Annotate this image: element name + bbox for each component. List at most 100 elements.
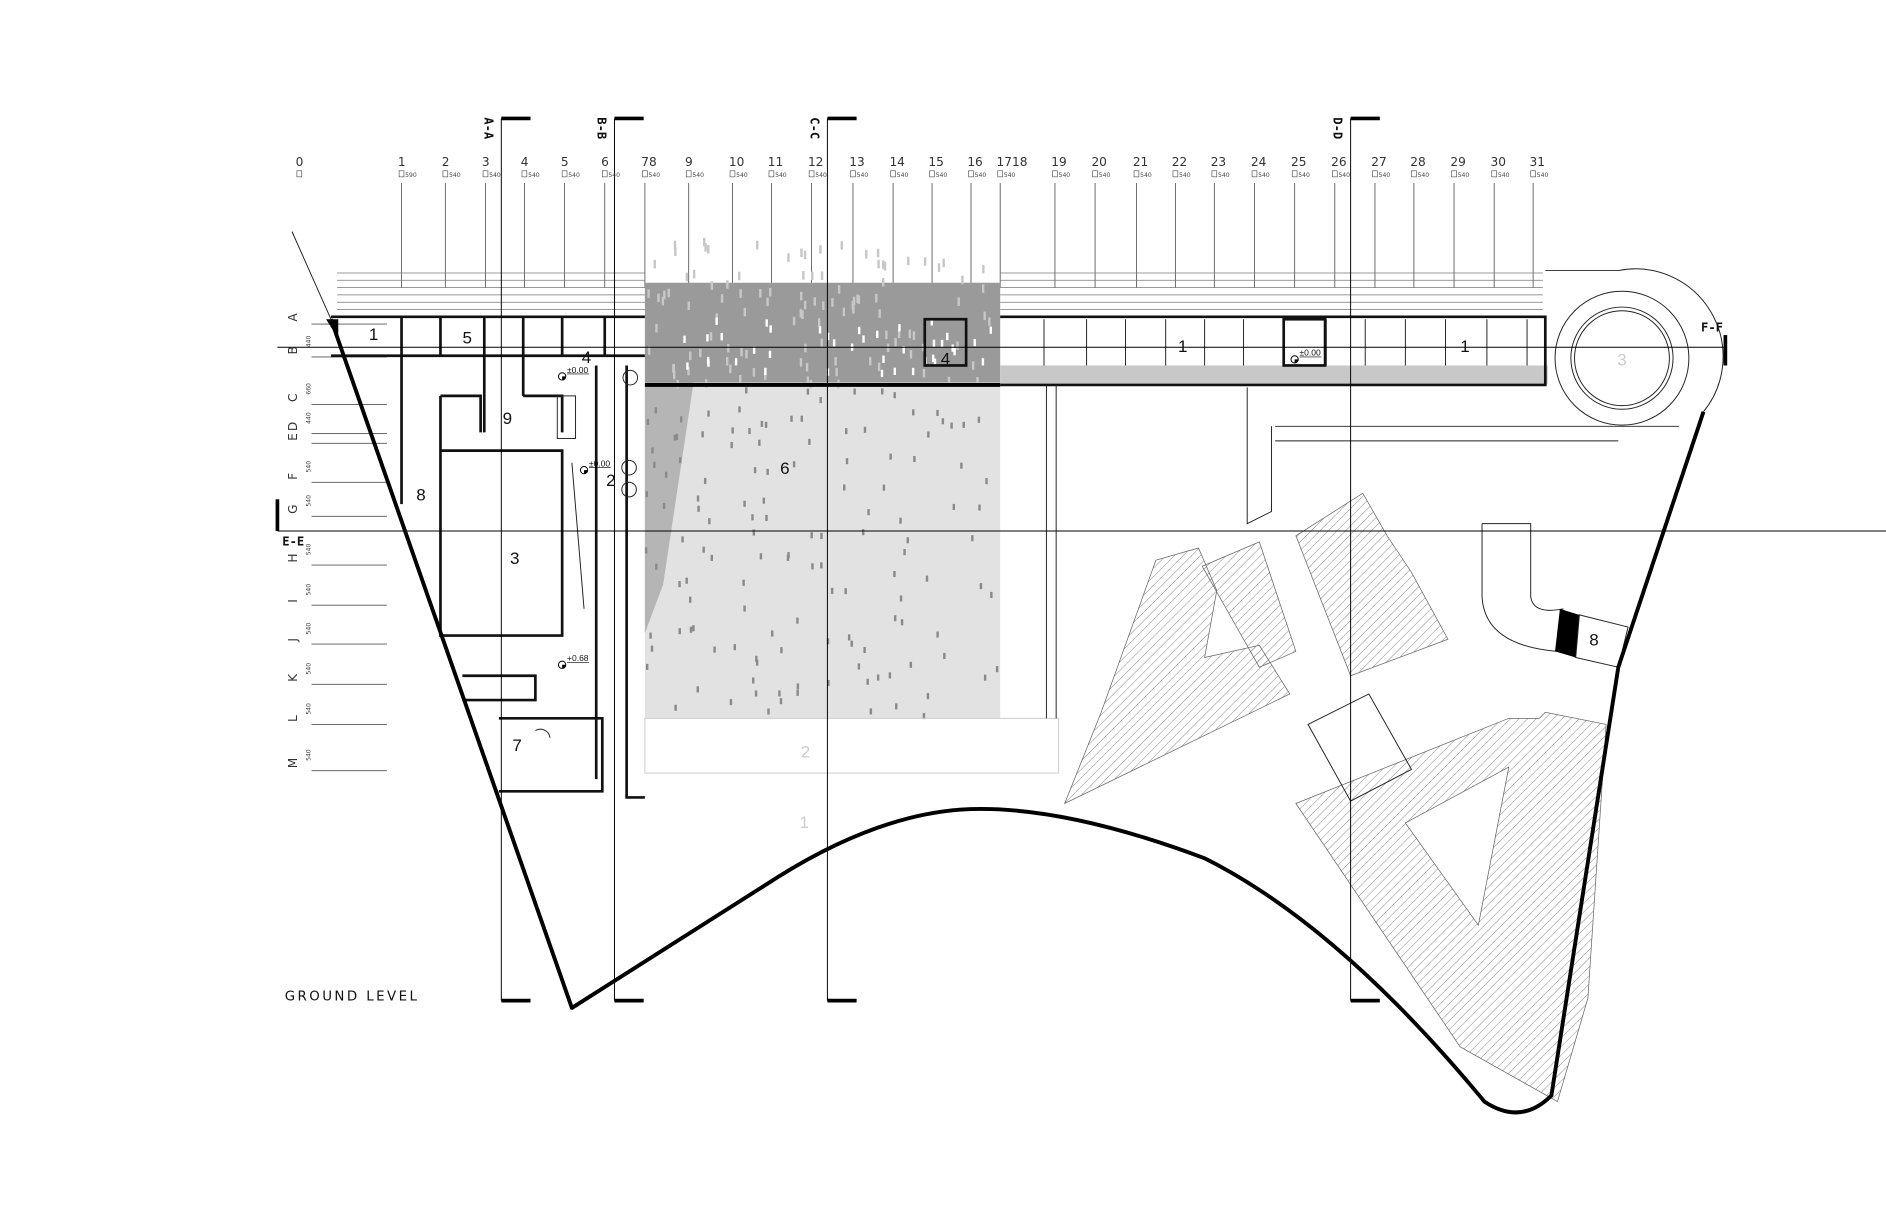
column-marker xyxy=(890,170,896,178)
grid-column-dimension: 540 xyxy=(1218,172,1230,179)
section-lines xyxy=(275,116,1886,1003)
grid-row-dimension: 440 xyxy=(305,412,312,424)
grid-column-label: 31 xyxy=(1529,155,1544,169)
grid-column-dimension: 540 xyxy=(1418,172,1430,179)
grid-column-dimension: 540 xyxy=(692,172,704,179)
grid-column-dimension: 540 xyxy=(489,172,501,179)
grid-row-label: F xyxy=(286,473,300,480)
grid-column-label: 20 xyxy=(1091,155,1106,169)
grid-column-dimension: 540 xyxy=(936,172,948,179)
grid-row-label: I xyxy=(286,599,300,603)
courtyard-gradient-edge xyxy=(644,382,694,634)
grid-column-dimension: 540 xyxy=(775,172,787,179)
east-paths xyxy=(1045,384,1680,719)
room-number-label: 3 xyxy=(510,549,519,568)
grid-row-label: M xyxy=(286,758,300,769)
section-label: B-B xyxy=(594,117,608,139)
grid-column-label: 19 xyxy=(1051,155,1066,169)
grid-row-dimension: 540 xyxy=(305,495,312,507)
pavilion-square xyxy=(1307,693,1413,802)
grid-column-label: 30 xyxy=(1491,155,1506,169)
room-number-label: 1 xyxy=(1178,337,1187,356)
grid-column-label: 15 xyxy=(928,155,943,169)
grid-column-label: 2 xyxy=(442,155,450,169)
grid-column-label: 11 xyxy=(768,155,783,169)
grid-column-label: 22 xyxy=(1172,155,1187,169)
bar-building xyxy=(326,272,1548,387)
grid-row-dimension: 440 xyxy=(305,335,312,347)
grid-row-label: L xyxy=(286,715,300,722)
section-label: F-F xyxy=(1701,320,1723,334)
column-marker xyxy=(482,170,489,178)
grid-column-dimension: 540 xyxy=(1298,172,1310,179)
grid-row-dimension: 540 xyxy=(305,703,312,715)
grid-row-label: H xyxy=(286,553,300,562)
column-marker xyxy=(1491,170,1497,178)
column-marker xyxy=(968,170,974,178)
elevation-marker: +0.68 xyxy=(558,653,589,669)
grid-row-label: G xyxy=(286,504,300,513)
column-marker xyxy=(1411,170,1417,178)
grid-column-dimension: 540 xyxy=(1458,172,1470,179)
grid-column-dimension: 540 xyxy=(897,172,909,179)
room-number-label: 9 xyxy=(503,409,512,428)
grid-column-dimension: 590 xyxy=(405,172,417,179)
plaza-2-outline xyxy=(644,717,1060,774)
column-marker xyxy=(521,170,528,178)
column-marker xyxy=(1092,170,1098,178)
grid-column-label: 13 xyxy=(849,155,864,169)
grid-row-dimension: 540 xyxy=(305,584,312,596)
grid-column-label: 21 xyxy=(1133,155,1148,169)
elevation-value: ±0.00 xyxy=(1300,348,1321,358)
room-number-label: 7 xyxy=(512,736,521,755)
grid-row-dimension: 540 xyxy=(305,544,312,556)
grid-row-label: E xyxy=(286,433,300,441)
grid-column-dimension: 540 xyxy=(736,172,748,179)
grid-row-label: A xyxy=(286,313,300,322)
column-marker xyxy=(561,170,568,178)
grid-column-dimension: 540 xyxy=(1379,172,1391,179)
grid-row-label: J xyxy=(286,638,300,643)
room-number-label: 1 xyxy=(1460,337,1469,356)
elevation-value: +0.68 xyxy=(567,653,589,663)
grid-column-label: 78 xyxy=(641,155,656,169)
grid-column-label: 23 xyxy=(1211,155,1226,169)
grid-column-dimension: 540 xyxy=(1004,172,1016,179)
column-marker xyxy=(1451,170,1457,178)
grid-column-label: 1718 xyxy=(997,155,1028,169)
room-number-label: 1 xyxy=(800,813,809,832)
grid-column-dimension: 540 xyxy=(1099,172,1111,179)
column-marker xyxy=(442,170,449,178)
column-marker xyxy=(1172,170,1179,178)
column-marker xyxy=(729,170,736,178)
grid-row-dimension: 540 xyxy=(305,663,312,675)
room-number-label: 5 xyxy=(463,329,472,348)
column-marker xyxy=(850,170,856,178)
elevation-marker: ±0.00 xyxy=(579,458,611,475)
grid-column-label: 16 xyxy=(967,155,982,169)
elevation-marker: ±0.00 xyxy=(558,365,589,381)
column-marker xyxy=(1291,170,1298,178)
site-boundary xyxy=(329,318,1706,1115)
grid-column-dimension: 540 xyxy=(975,172,987,179)
grid-column-label: 6 xyxy=(601,155,609,169)
column-marker xyxy=(1372,170,1378,178)
column-marker xyxy=(398,170,405,178)
room-number-label: 8 xyxy=(416,486,425,505)
circular-pavilion xyxy=(1545,268,1724,426)
grid-column-label: 10 xyxy=(729,155,744,169)
column-marker xyxy=(929,170,935,178)
grid-column-label: 26 xyxy=(1331,155,1346,169)
grid-column-label: 24 xyxy=(1251,155,1267,169)
drawing-title: GROUND LEVEL xyxy=(285,990,420,1005)
grid-column-dimension: 540 xyxy=(1258,172,1270,179)
grid-column-label: 0 xyxy=(296,155,304,169)
grid-column-dimension: 540 xyxy=(1140,172,1152,179)
room-number-label: 4 xyxy=(941,349,950,368)
column-marker xyxy=(1052,170,1058,178)
grid-column-dimension: 540 xyxy=(608,172,620,179)
courtyard-6 xyxy=(644,382,1001,719)
grid-column-dimension: 540 xyxy=(857,172,869,179)
section-label: E-E xyxy=(282,535,304,549)
grid-column-dimension: 540 xyxy=(1338,172,1350,179)
